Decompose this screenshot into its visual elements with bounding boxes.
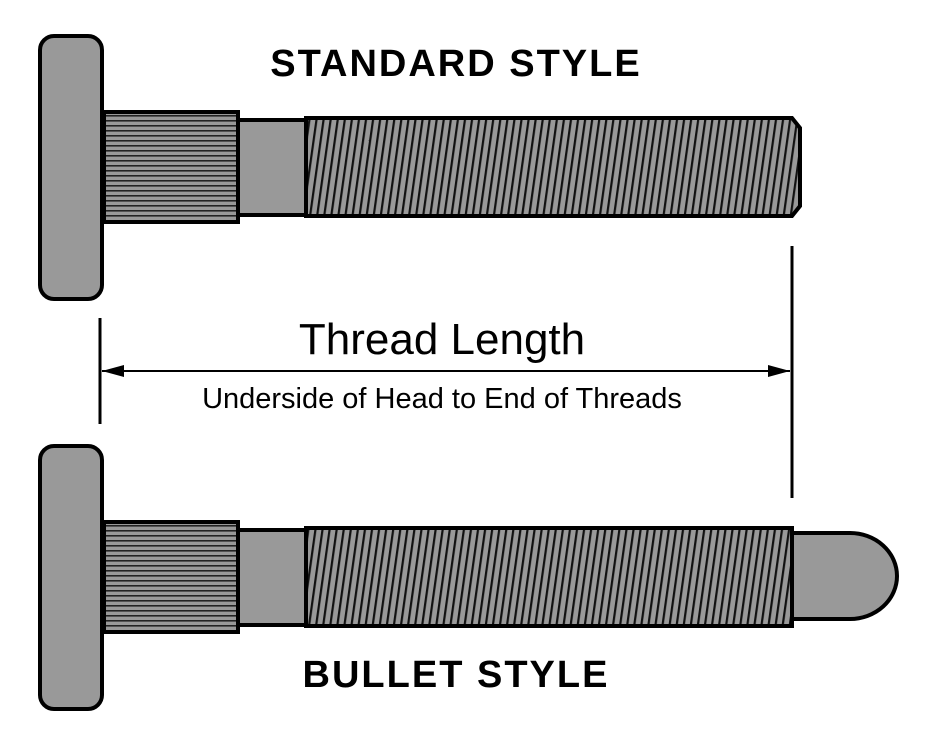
- threaded-section: [304, 116, 802, 218]
- threaded-section: [304, 526, 794, 628]
- thread-length-label: Thread Length: [299, 315, 585, 364]
- shank: [236, 118, 308, 217]
- knurled-section: [102, 520, 240, 634]
- arrowhead-left: [102, 365, 124, 377]
- stud-head: [38, 444, 104, 711]
- thread-length-description: Underside of Head to End of Threads: [202, 383, 682, 415]
- stud-head: [38, 34, 104, 301]
- standard-stud: [38, 34, 802, 301]
- bullet-stud: [38, 444, 899, 711]
- standard-style-title: STANDARD STYLE: [270, 43, 641, 85]
- shank: [236, 528, 308, 627]
- thread-length-dimension: [98, 246, 794, 498]
- bullet-style-title: BULLET STYLE: [303, 654, 610, 696]
- bullet-tip: [790, 531, 899, 621]
- arrowhead-right: [768, 365, 790, 377]
- knurled-section: [102, 110, 240, 224]
